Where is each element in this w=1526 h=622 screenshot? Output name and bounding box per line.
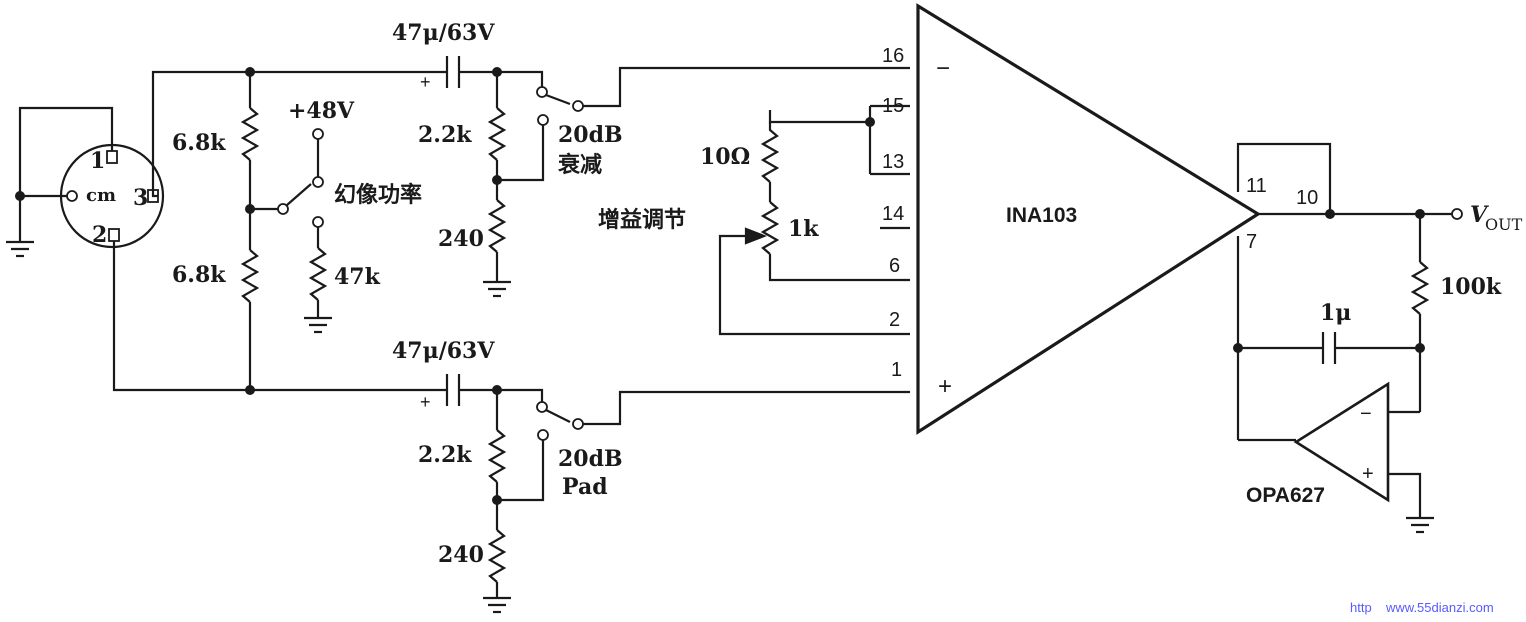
pad-top-r2-label: 240 (438, 226, 484, 252)
ina103-amplifier (916, 3, 1262, 435)
opa-noninverting-sign: + (1362, 463, 1374, 485)
center-label: cm (86, 185, 116, 206)
ground-symbol (483, 596, 511, 614)
pad-bottom-r2-label: 240 (438, 542, 484, 568)
opa627-amplifier (1293, 381, 1390, 503)
pin-14: 14 (882, 203, 904, 225)
pin-11: 11 (1246, 175, 1267, 197)
cap-bottom-label: 47μ/63V (392, 338, 495, 364)
opa-inverting-sign: − (1360, 403, 1372, 425)
pin-15: 15 (882, 95, 904, 117)
capacitor-1u (1321, 332, 1337, 364)
servo-resistor-label: 100k (1440, 274, 1502, 300)
pin2-label: 2 (92, 222, 107, 248)
vout-sub-label: OUT (1485, 215, 1523, 234)
pin-7: 7 (1246, 231, 1257, 253)
pad-top-r1-label: 2.2k (418, 122, 472, 148)
capacitor-bottom (445, 374, 461, 406)
watermark-site: www.55dianzi.com (1385, 600, 1494, 615)
resistor-240-top (487, 199, 507, 253)
phantom-power-label: 幻像功率 (334, 182, 422, 208)
pad-top-label-2: 衰减 (557, 152, 602, 178)
gain-pot-label: 1k (788, 216, 819, 242)
opa-name: OPA627 (1246, 484, 1325, 507)
xlr-connector: 1 2 3 cm (59, 143, 165, 249)
pin-6: 6 (889, 255, 900, 277)
pin-16: 16 (882, 45, 904, 67)
resistor-2k2-top (487, 107, 507, 161)
ina-name: INA103 (1006, 204, 1077, 227)
gain-resistor-label: 10Ω (700, 144, 750, 170)
resistor-240-bottom (487, 529, 507, 583)
pad-bottom-label-2: Pad (562, 474, 608, 500)
pad-top-label-1: 20dB (558, 122, 623, 148)
bias-bottom-label: 6.8k (172, 262, 226, 288)
svg-text:+: + (420, 392, 431, 412)
pin1-label: 1 (90, 148, 105, 174)
pin-2: 2 (889, 309, 900, 331)
pad-bottom-label-1: 20dB (558, 446, 623, 472)
ground-symbol (304, 316, 332, 334)
phantom-resistor-label: 47k (334, 264, 381, 290)
ground-symbol (483, 280, 511, 298)
ina-inverting-sign: − (936, 55, 950, 82)
capacitor-top (445, 56, 461, 88)
bias-top-label: 6.8k (172, 130, 226, 156)
resistor-6k8-bottom (240, 249, 260, 303)
resistor-47k (308, 247, 328, 301)
ina-noninverting-sign: + (938, 373, 952, 400)
phantom-supply-label: +48V (288, 98, 355, 124)
pin-1: 1 (891, 359, 902, 381)
pad-bottom-r1-label: 2.2k (418, 442, 472, 468)
resistor-2k2-bottom (487, 429, 507, 483)
watermark-prefix: http (1350, 600, 1372, 615)
pin3-label: 3 (133, 185, 148, 211)
pin-13: 13 (882, 151, 904, 173)
svg-text:+: + (420, 72, 431, 92)
gain-potentiometer (760, 201, 780, 255)
servo-cap-label: 1μ (1320, 300, 1351, 326)
vout-label: V (1470, 202, 1489, 228)
ground-symbol (1406, 516, 1434, 534)
ground-symbol (6, 240, 34, 258)
resistor-6k8-top (240, 107, 260, 161)
gain-adjust-label: 增益调节 (598, 207, 686, 233)
resistor-100k (1410, 261, 1430, 315)
cap-top-label: 47μ/63V (392, 20, 495, 46)
pin-10: 10 (1296, 187, 1318, 209)
resistor-10ohm (760, 122, 780, 183)
